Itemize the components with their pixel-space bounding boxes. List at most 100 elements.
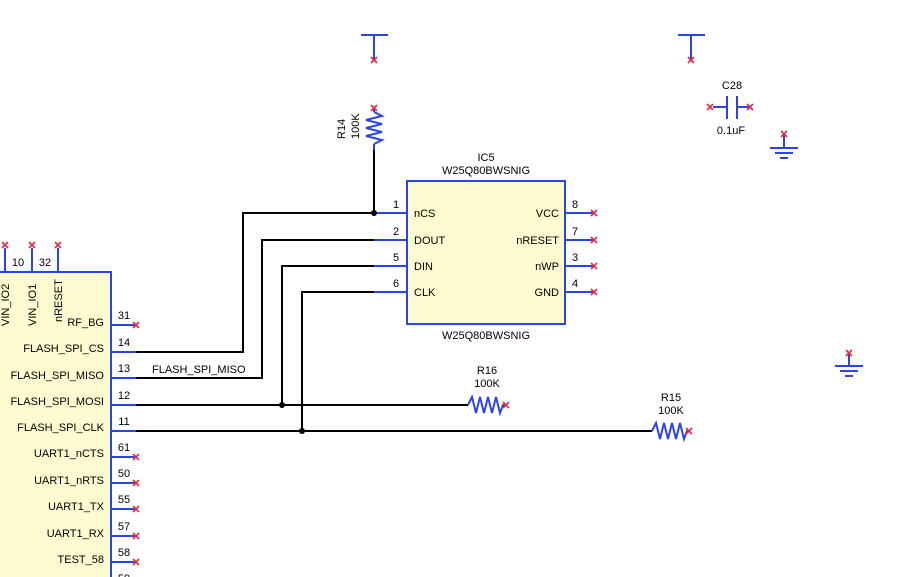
ic5-pin-5[interactable]: 5 DIN (374, 252, 433, 273)
no-connect-marker (780, 130, 788, 138)
module-body[interactable] (0, 271, 112, 577)
ic5-pin-8[interactable]: 8 VCC (536, 199, 594, 220)
ic5-pin-3[interactable]: 3 nWP (535, 252, 594, 273)
ground-symbol-right[interactable] (835, 353, 863, 377)
r14-designator: R14 (336, 119, 348, 139)
resistor-r15[interactable] (651, 420, 690, 443)
svg-text:GND: GND (535, 287, 560, 299)
no-connect-marker (687, 56, 695, 64)
svg-text:2: 2 (393, 226, 399, 238)
module-pin-55[interactable]: 55 UART1_TX (48, 494, 136, 513)
svg-text:3: 3 (572, 252, 578, 264)
r15-value: 100K (658, 405, 684, 417)
resistor-r16[interactable] (467, 394, 506, 417)
svg-text:FLASH_SPI_CS: FLASH_SPI_CS (23, 343, 104, 355)
no-connect-marker (502, 401, 510, 409)
r16-value: 100K (474, 378, 500, 390)
svg-text:FLASH_SPI_CLK: FLASH_SPI_CLK (17, 422, 104, 434)
svg-text:TEST_58: TEST_58 (58, 554, 104, 566)
svg-text:6: 6 (393, 278, 399, 290)
ic5-pin-6[interactable]: 6 CLK (374, 278, 436, 299)
module-pin-61[interactable]: 61 UART1_nCTS (34, 442, 136, 460)
svg-text:nRESET: nRESET (516, 235, 559, 247)
svg-text:FLASH_SPI_MISO: FLASH_SPI_MISO (10, 370, 104, 382)
ic5-pin-1[interactable]: 1 nCS (374, 199, 435, 220)
wire-net-mosi[interactable] (136, 265, 468, 406)
svg-text:31: 31 (118, 310, 130, 322)
svg-text:57: 57 (118, 521, 130, 533)
svg-text:32: 32 (39, 257, 51, 269)
junction-dot (299, 428, 305, 434)
ground-symbol-top[interactable] (770, 134, 798, 159)
svg-text:7: 7 (572, 226, 578, 238)
svg-text:11: 11 (118, 416, 129, 428)
r15-designator: R15 (661, 392, 681, 404)
module-pin-57[interactable]: 57 UART1_RX (47, 521, 136, 540)
power-port-symbol-right[interactable] (678, 34, 705, 60)
svg-text:8: 8 (572, 199, 578, 211)
no-connect-marker (590, 209, 598, 296)
module-pin-31[interactable]: 31 RF_BG (67, 310, 136, 329)
ic5-designator: IC5 (477, 152, 494, 164)
svg-text:UART1_nRTS: UART1_nRTS (34, 475, 104, 487)
module-pin-14[interactable]: 14 FLASH_SPI_CS (23, 337, 136, 355)
no-connect-marker (370, 104, 378, 112)
ic5-pin-2[interactable]: 2 DOUT (374, 226, 445, 247)
ic5-pin-7[interactable]: 7 nRESET (516, 226, 594, 247)
svg-text:5: 5 (393, 252, 399, 264)
no-connect-marker (845, 349, 853, 357)
power-port-symbol-left[interactable] (361, 34, 388, 60)
ic5-pin-4[interactable]: 4 GND (535, 278, 594, 299)
module-pin-11[interactable]: 11 FLASH_SPI_CLK (17, 416, 136, 434)
capacitor-c28[interactable] (713, 96, 750, 119)
svg-text:UART1_TX: UART1_TX (48, 501, 105, 513)
svg-text:13: 13 (118, 363, 130, 375)
svg-text:10: 10 (12, 257, 24, 269)
junction-dot (371, 210, 377, 216)
svg-text:50: 50 (118, 468, 130, 480)
svg-text:DOUT: DOUT (414, 235, 445, 247)
svg-text:58: 58 (118, 547, 130, 559)
module-pin-name-nreset: nRESET (53, 279, 65, 322)
svg-text:UART1_nCTS: UART1_nCTS (34, 448, 104, 460)
svg-text:4: 4 (572, 278, 578, 290)
svg-text:59: 59 (118, 573, 130, 577)
module-pin-13[interactable]: 13 FLASH_SPI_MISO (10, 363, 136, 382)
svg-text:VCC: VCC (536, 208, 559, 220)
module-pin-50[interactable]: 50 UART1_nRTS (34, 468, 136, 487)
r16-designator: R16 (477, 365, 497, 377)
c28-value: 0.1uF (717, 125, 745, 137)
module-top-pin-10[interactable]: 10 32 (4, 248, 59, 272)
svg-text:14: 14 (118, 337, 130, 349)
no-connect-marker (1, 241, 62, 249)
module-pin-12[interactable]: 12 FLASH_SPI_MOSI (10, 390, 136, 408)
c28-designator: C28 (722, 80, 742, 92)
wire-net-cs[interactable] (136, 150, 375, 353)
svg-text:12: 12 (118, 390, 130, 402)
no-connect-marker (706, 103, 754, 111)
svg-text:61: 61 (118, 442, 130, 454)
svg-text:CLK: CLK (414, 287, 436, 299)
svg-text:55: 55 (118, 494, 130, 506)
no-connect-marker (370, 56, 378, 64)
wire-net-clk[interactable] (136, 291, 652, 432)
resistor-r14[interactable] (365, 108, 385, 150)
svg-text:nWP: nWP (535, 261, 559, 273)
svg-text:1: 1 (393, 199, 399, 211)
svg-text:UART1_RX: UART1_RX (47, 528, 105, 540)
svg-text:DIN: DIN (414, 261, 433, 273)
svg-text:FLASH_SPI_MOSI: FLASH_SPI_MOSI (10, 396, 104, 408)
r14-value: 100K (350, 113, 362, 139)
net-label-flash-spi-miso: FLASH_SPI_MISO (152, 364, 246, 376)
wire-net-miso[interactable] (136, 239, 374, 379)
module-pin-58[interactable]: 58 TEST_58 (58, 547, 136, 566)
junction-dot (279, 402, 285, 408)
ic5-part-number-top: W25Q80BWSNIG (442, 165, 530, 177)
ic5-body[interactable] (406, 180, 566, 325)
svg-text:nCS: nCS (414, 208, 435, 220)
module-pin-name-vin-io2: VIN_IO2 (0, 284, 12, 326)
module-pin-59[interactable]: 59 (118, 573, 130, 577)
no-connect-marker (685, 427, 693, 435)
module-pin-name-vin-io1: VIN_IO1 (27, 284, 39, 326)
